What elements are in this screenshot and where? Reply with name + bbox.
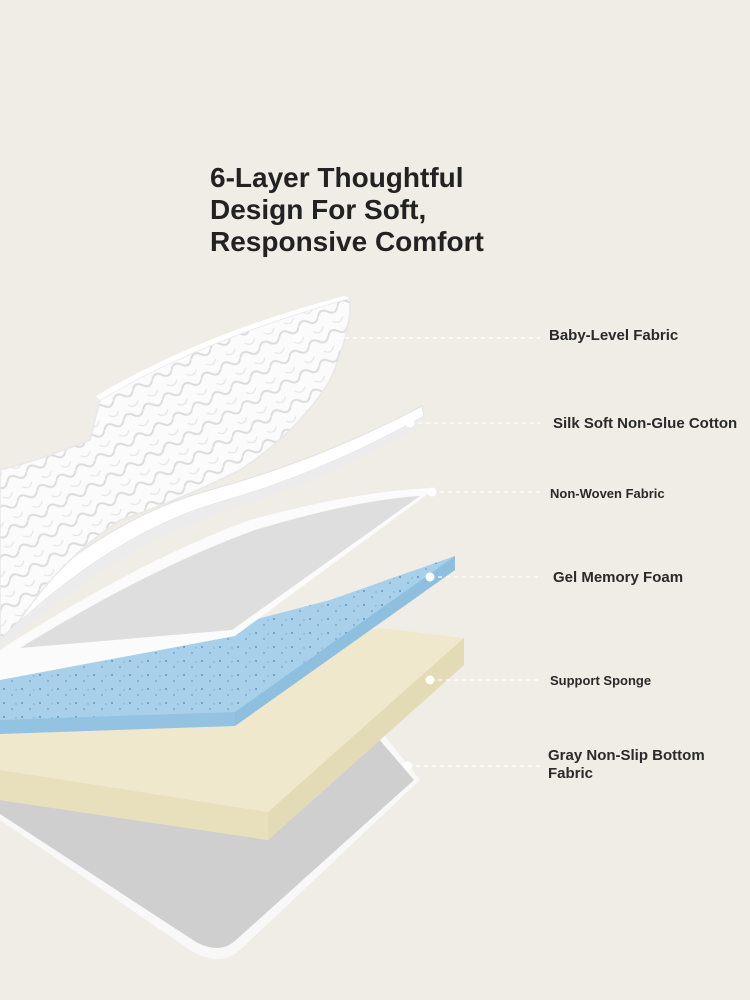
layer-gel-memory-foam <box>0 556 455 734</box>
label-gel-memory-foam: Gel Memory Foam <box>553 569 684 586</box>
label-gray-non-slip-bottom: Gray Non-Slip Bottom Fabric <box>548 747 705 782</box>
label-baby-level-fabric: Baby-Level Fabric <box>549 327 679 344</box>
title-line-3: Responsive Comfort <box>210 226 484 257</box>
title-line-2: Design For Soft, <box>210 194 427 225</box>
label-silk-soft-cotton: Silk Soft Non-Glue Cotton <box>553 415 738 432</box>
layer-baby-fabric <box>0 296 351 642</box>
title-line-1: 6-Layer Thoughtful <box>210 162 464 193</box>
leader-lines <box>297 337 540 767</box>
layer-silk-cotton <box>0 405 425 650</box>
layer-non-woven-fabric <box>0 488 436 680</box>
layer-support-sponge <box>0 628 464 840</box>
label-non-woven-fabric: Non-Woven Fabric <box>550 486 665 501</box>
leader-dots <box>292 333 437 771</box>
page-title: 6-Layer Thoughtful Design For Soft, Resp… <box>210 162 550 258</box>
label-support-sponge: Support Sponge <box>550 673 652 688</box>
